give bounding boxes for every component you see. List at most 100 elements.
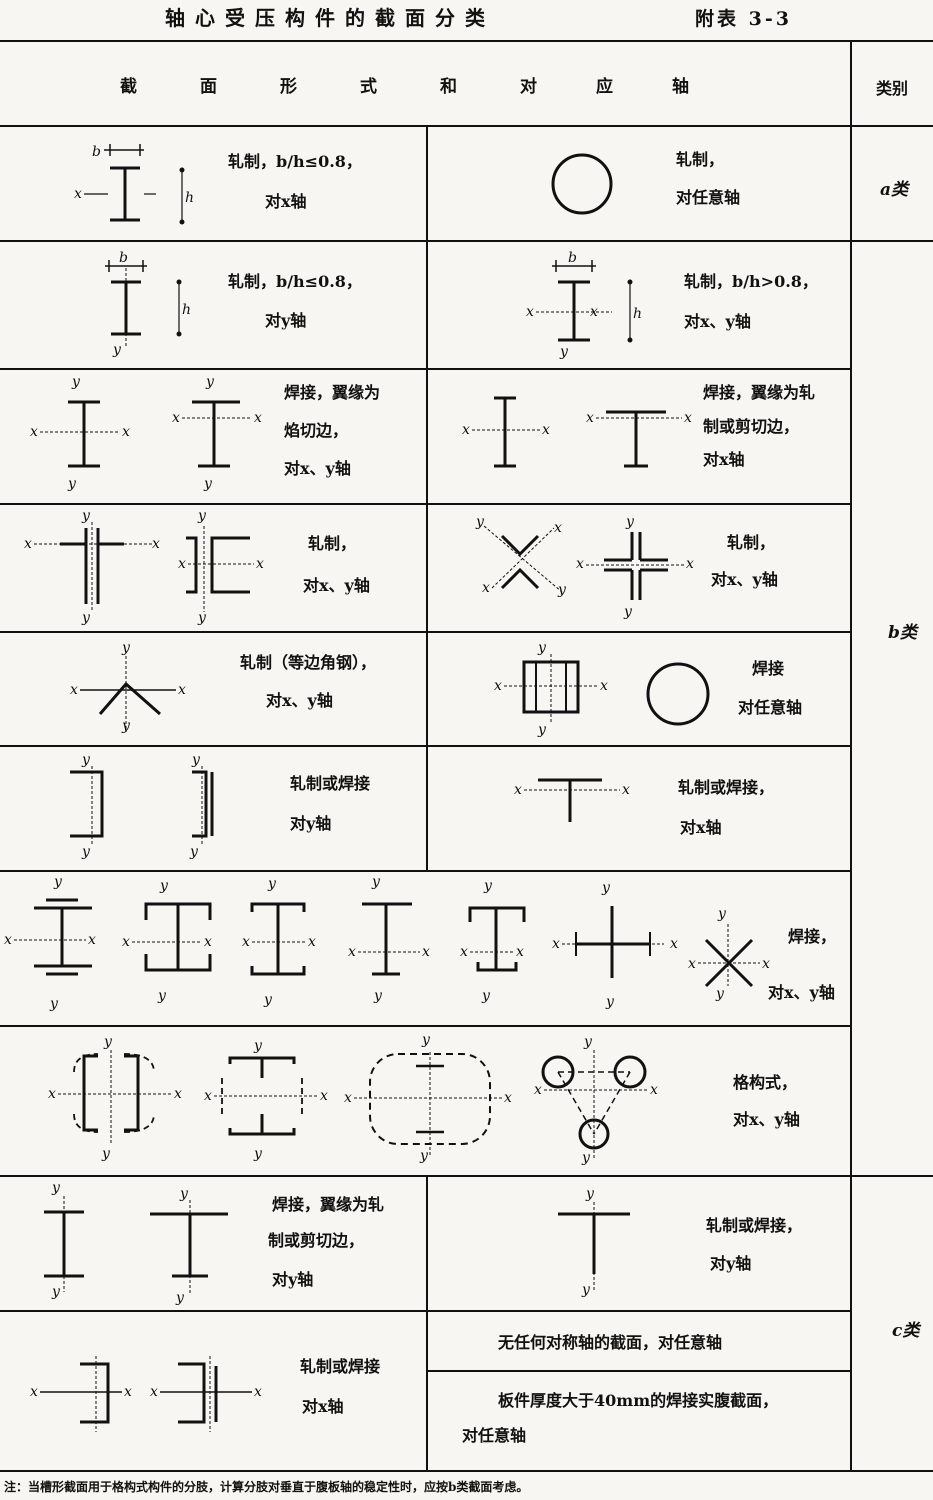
svg-text:y: y <box>81 752 91 768</box>
welded-i-sections-x-icon: x x x x <box>462 396 692 468</box>
svg-text:x: x <box>762 956 770 972</box>
header-char: 面 <box>200 77 217 97</box>
svg-text:x: x <box>48 1086 56 1102</box>
row3-right-line1: 焊接，翼缘为轧 <box>703 383 816 402</box>
svg-text:y: y <box>203 476 213 492</box>
svg-text:x: x <box>254 1384 262 1400</box>
svg-text:y: y <box>159 878 169 894</box>
circular-tube-icon <box>551 153 613 215</box>
svg-text:y: y <box>481 988 491 1004</box>
row10-right-a: 无任何对称轴的截面，对任意轴 <box>498 1333 723 1352</box>
svg-text:x: x <box>344 1090 352 1106</box>
header-char: 式 <box>360 77 377 97</box>
svg-text:x: x <box>348 944 356 960</box>
row-divider <box>426 1370 850 1372</box>
svg-text:y: y <box>71 374 81 390</box>
row10-left-line1: 轧制或焊接 <box>300 1357 381 1376</box>
svg-text:y: y <box>717 906 727 922</box>
svg-text:y: y <box>475 514 485 530</box>
svg-text:y: y <box>371 874 381 890</box>
svg-text:x: x <box>30 1384 38 1400</box>
header-char: 形 <box>280 77 297 97</box>
row2-right-line1: 轧制，b/h>0.8， <box>684 272 818 291</box>
svg-text:x: x <box>504 1090 512 1106</box>
row1-right-line1: 轧制， <box>676 150 725 169</box>
svg-text:y: y <box>51 1284 61 1300</box>
row8-right-line2: 对x、y轴 <box>733 1110 800 1129</box>
category-b: b类 <box>888 623 917 643</box>
page-header: 轴心受压构件的截面分类 附表 3-3 <box>0 0 933 40</box>
welded-box-and-tube-icon: y x x y <box>494 640 710 738</box>
svg-text:x: x <box>150 1384 158 1400</box>
row-divider <box>0 240 933 242</box>
row2-right-line2: 对x、y轴 <box>684 312 751 331</box>
svg-text:x: x <box>542 422 550 438</box>
row3-left-line2: 焰切边， <box>284 421 349 440</box>
channel-sections-x-icon: x x x x <box>30 1356 262 1432</box>
table-top-border <box>0 40 933 42</box>
svg-text:x: x <box>586 410 594 426</box>
svg-text:x: x <box>308 934 316 950</box>
row4-left-line2: 对x、y轴 <box>303 576 370 595</box>
row8-right-line1: 格构式， <box>733 1073 798 1092</box>
header-char: 和 <box>440 77 457 97</box>
svg-text:y: y <box>601 880 611 896</box>
row7-right-line2: 对x、y轴 <box>768 983 835 1002</box>
svg-text:x: x <box>172 410 180 426</box>
row2-left-line1: 轧制，b/h≤0.8， <box>228 272 362 291</box>
rolled-i-section-icon: b x h <box>74 144 194 225</box>
lattice-built-up-sections-icon: y x x y y x x y y x x y y x x y <box>48 1032 658 1166</box>
svg-text:x: x <box>152 536 160 552</box>
svg-text:y: y <box>81 610 91 626</box>
svg-text:y: y <box>421 1032 431 1048</box>
svg-text:y: y <box>112 342 122 358</box>
svg-text:x: x <box>242 934 250 950</box>
svg-text:x: x <box>460 944 468 960</box>
svg-text:x: x <box>4 932 12 948</box>
row-divider <box>0 1175 933 1177</box>
svg-text:h: h <box>182 302 191 318</box>
svg-text:y: y <box>51 1180 61 1196</box>
svg-text:y: y <box>483 878 493 894</box>
row5-right-line2: 对任意轴 <box>738 698 803 717</box>
svg-text:b: b <box>92 144 101 160</box>
svg-text:y: y <box>623 604 633 620</box>
row3-right-line2: 制或剪切边， <box>703 417 800 436</box>
svg-text:x: x <box>320 1088 328 1104</box>
svg-text:x: x <box>494 678 502 694</box>
footnote: 注：当槽形截面用于格构式构件的分肢，计算分肢对垂直于腹板轴的稳定性时，应按b类截… <box>4 1480 529 1494</box>
svg-text:x: x <box>552 936 560 952</box>
svg-text:x: x <box>684 410 692 426</box>
row-divider <box>0 368 850 370</box>
svg-text:h: h <box>185 190 194 206</box>
svg-text:x: x <box>482 580 490 596</box>
svg-text:y: y <box>103 1034 113 1050</box>
row-divider <box>0 1310 850 1312</box>
row3-left-line1: 焊接，翼缘为 <box>284 383 381 402</box>
welded-i-sections-icon: y x x y y x x y <box>30 374 262 492</box>
svg-text:y: y <box>559 344 569 360</box>
svg-text:x: x <box>30 424 38 440</box>
svg-text:b: b <box>568 250 577 266</box>
row3-right-line3: 对x轴 <box>703 450 745 469</box>
row4-left-line1: 轧制， <box>308 534 357 553</box>
svg-text:x: x <box>74 186 82 202</box>
svg-text:x: x <box>462 422 470 438</box>
header-char: 对 <box>520 77 537 97</box>
svg-text:y: y <box>253 1146 263 1162</box>
svg-text:y: y <box>121 718 131 734</box>
svg-text:x: x <box>422 944 430 960</box>
rolled-angle-cross-icon: y x x y y x x y <box>475 514 694 620</box>
row7-right-line1: 焊接， <box>788 927 837 946</box>
svg-text:x: x <box>600 678 608 694</box>
svg-text:y: y <box>605 994 615 1010</box>
svg-text:x: x <box>178 556 186 572</box>
section-header: 截 面 形 式 和 对 应 轴 <box>0 72 850 98</box>
svg-text:y: y <box>197 508 207 524</box>
svg-text:x: x <box>122 934 130 950</box>
svg-text:b: b <box>119 250 128 266</box>
svg-text:y: y <box>67 476 77 492</box>
svg-text:x: x <box>576 556 584 572</box>
row9-right-line2: 对y轴 <box>710 1254 752 1273</box>
svg-text:y: y <box>537 640 547 656</box>
